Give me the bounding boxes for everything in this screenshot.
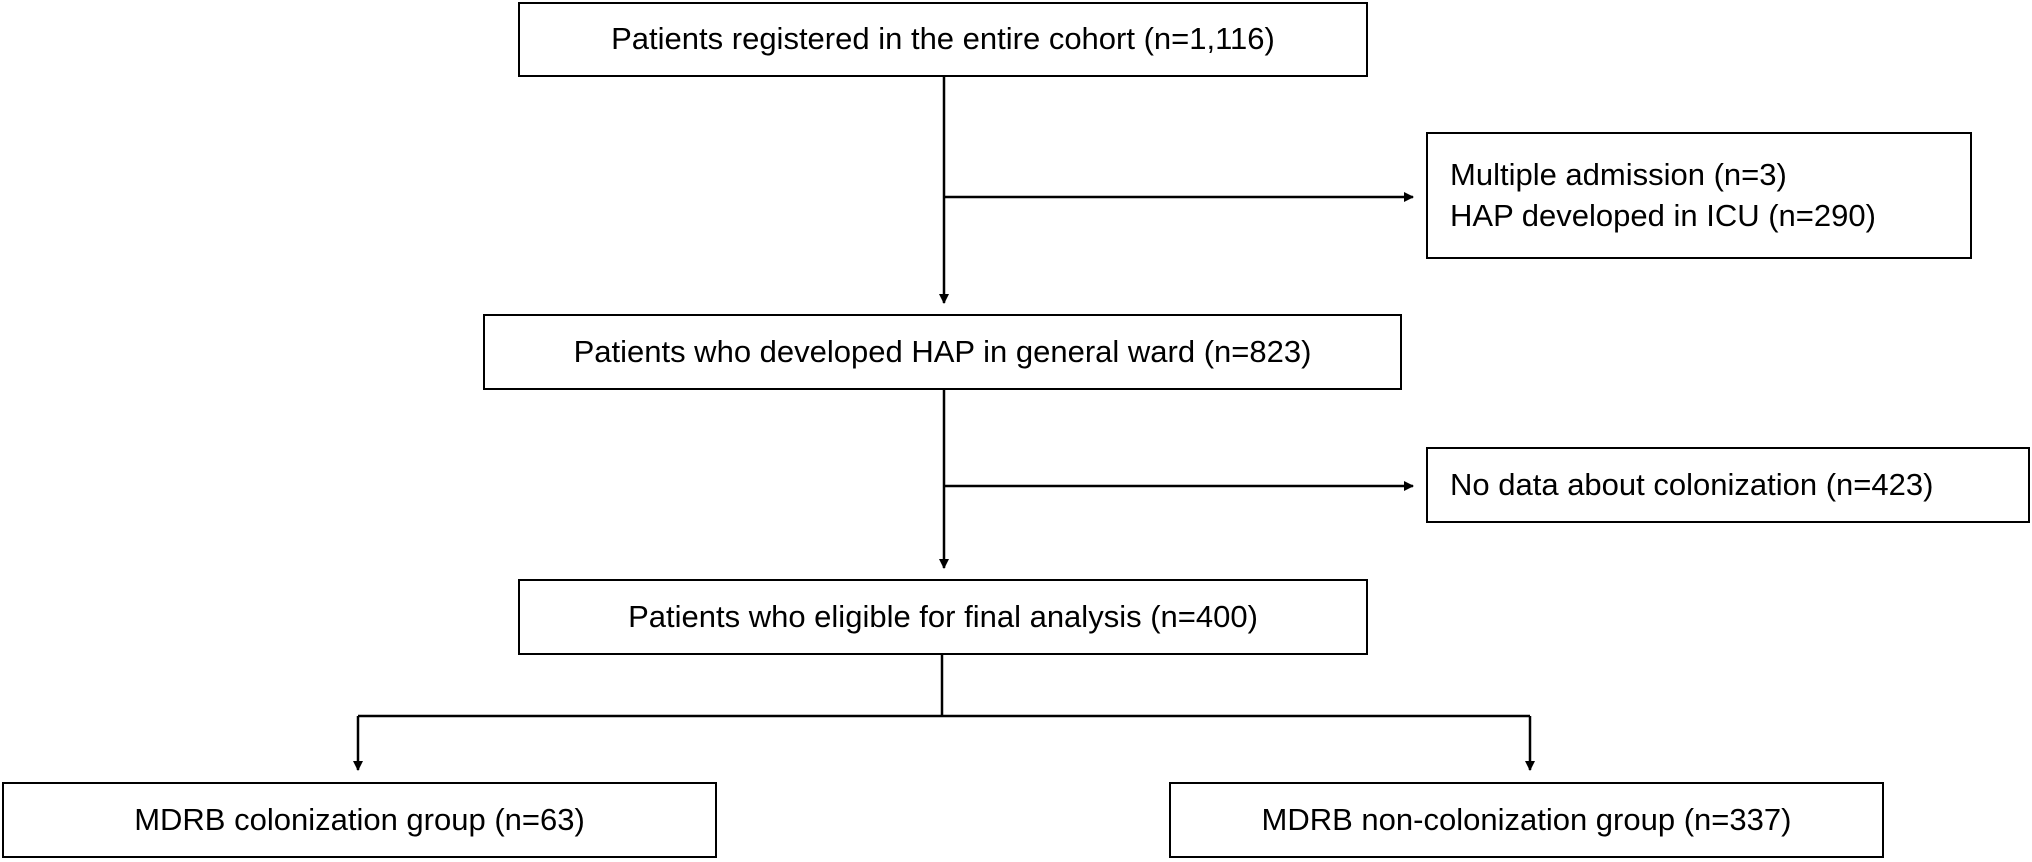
colonization-group-box: MDRB colonization group (n=63) [2,782,717,858]
cohort-box: Patients registered in the entire cohort… [518,2,1368,77]
eligible-label: Patients who eligible for final analysis… [628,598,1258,634]
colonization-group-label: MDRB colonization group (n=63) [134,801,585,837]
exclusion-no-colonization-data-label: No data about colonization (n=423) [1450,466,1934,502]
exclusion-hap-icu-label: HAP developed in ICU (n=290) [1450,197,1876,233]
exclusion-box-1: Multiple admission (n=3) HAP developed i… [1426,132,1972,259]
exclusion-box-2: No data about colonization (n=423) [1426,447,2030,523]
general-ward-box: Patients who developed HAP in general wa… [483,314,1402,390]
eligible-box: Patients who eligible for final analysis… [518,579,1368,655]
non-colonization-group-box: MDRB non-colonization group (n=337) [1169,782,1884,858]
exclusion-multiple-admission-label: Multiple admission (n=3) [1450,157,1787,193]
general-ward-label: Patients who developed HAP in general wa… [573,333,1312,369]
non-colonization-group-label: MDRB non-colonization group (n=337) [1261,801,1792,837]
cohort-label: Patients registered in the entire cohort… [611,21,1275,57]
